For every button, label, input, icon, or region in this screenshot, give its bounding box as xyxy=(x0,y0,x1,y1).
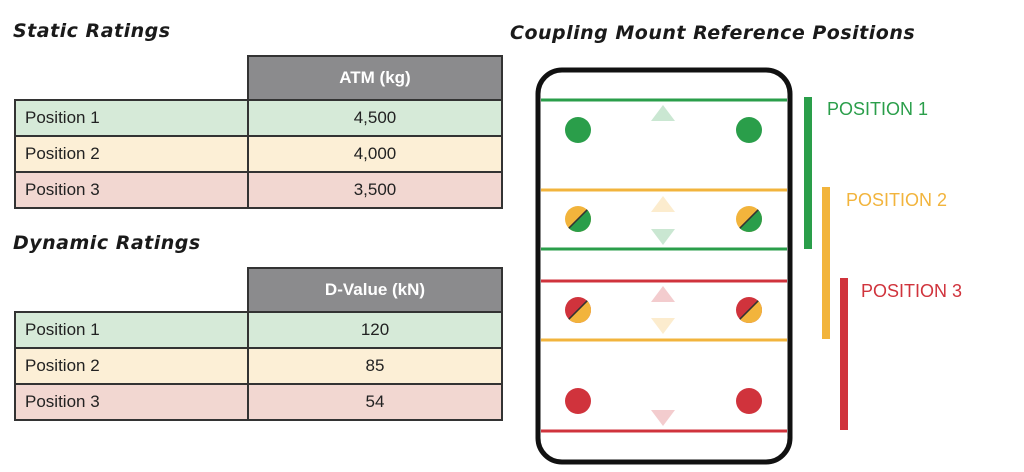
position-3-hole-right xyxy=(736,388,762,414)
row-label: Position 2 xyxy=(14,347,249,385)
diagram-title: Coupling Mount Reference Positions xyxy=(510,22,916,44)
position-1-label: POSITION 1 xyxy=(827,99,929,119)
row-value: 85 xyxy=(247,347,503,385)
position-1-range-bar xyxy=(804,97,812,249)
position-2-3-hole-right xyxy=(736,297,763,324)
position-2-down-arrow xyxy=(651,318,675,334)
table-row: Position 1 4,500 xyxy=(14,99,503,137)
row-label: Position 1 xyxy=(14,311,249,349)
dynamic-ratings-title: Dynamic Ratings xyxy=(13,232,201,254)
position-2-range-bar xyxy=(822,187,830,339)
dynamic-ratings-column-header: D-Value (kN) xyxy=(247,267,503,313)
dynamic-ratings-table: D-Value (kN) Position 1 120 Position 2 8… xyxy=(14,267,503,421)
position-3-up-arrow xyxy=(651,286,675,302)
position-1-2-hole-right xyxy=(736,206,763,233)
position-1-down-arrow xyxy=(651,229,675,245)
position-1-hole-right xyxy=(736,117,762,143)
position-2-up-arrow xyxy=(651,196,675,212)
static-ratings-table: ATM (kg) Position 1 4,500 Position 2 4,0… xyxy=(14,55,503,209)
position-2-label: POSITION 2 xyxy=(846,190,948,210)
static-ratings-column-header: ATM (kg) xyxy=(247,55,503,101)
position-3-hole-left xyxy=(565,388,591,414)
row-value: 3,500 xyxy=(247,171,503,209)
table-row: Position 1 120 xyxy=(14,311,503,349)
position-3-range-bar xyxy=(840,278,848,430)
row-label: Position 3 xyxy=(14,383,249,421)
position-1-up-arrow xyxy=(651,105,675,121)
row-value: 120 xyxy=(247,311,503,349)
table-row: Position 3 54 xyxy=(14,383,503,421)
row-value: 54 xyxy=(247,383,503,421)
row-value: 4,000 xyxy=(247,135,503,173)
table-row: Position 3 3,500 xyxy=(14,171,503,209)
row-label: Position 3 xyxy=(14,171,249,209)
mount-plate-outline xyxy=(535,67,793,465)
row-value: 4,500 xyxy=(247,99,503,137)
position-2-3-hole-left xyxy=(565,297,592,324)
position-1-2-hole-left xyxy=(565,206,592,233)
static-ratings-title: Static Ratings xyxy=(13,20,171,42)
position-3-label: POSITION 3 xyxy=(861,281,963,301)
position-1-hole-left xyxy=(565,117,591,143)
table-row: Position 2 85 xyxy=(14,347,503,385)
row-label: Position 1 xyxy=(14,99,249,137)
position-3-down-arrow xyxy=(651,410,675,426)
row-label: Position 2 xyxy=(14,135,249,173)
table-row: Position 2 4,000 xyxy=(14,135,503,173)
